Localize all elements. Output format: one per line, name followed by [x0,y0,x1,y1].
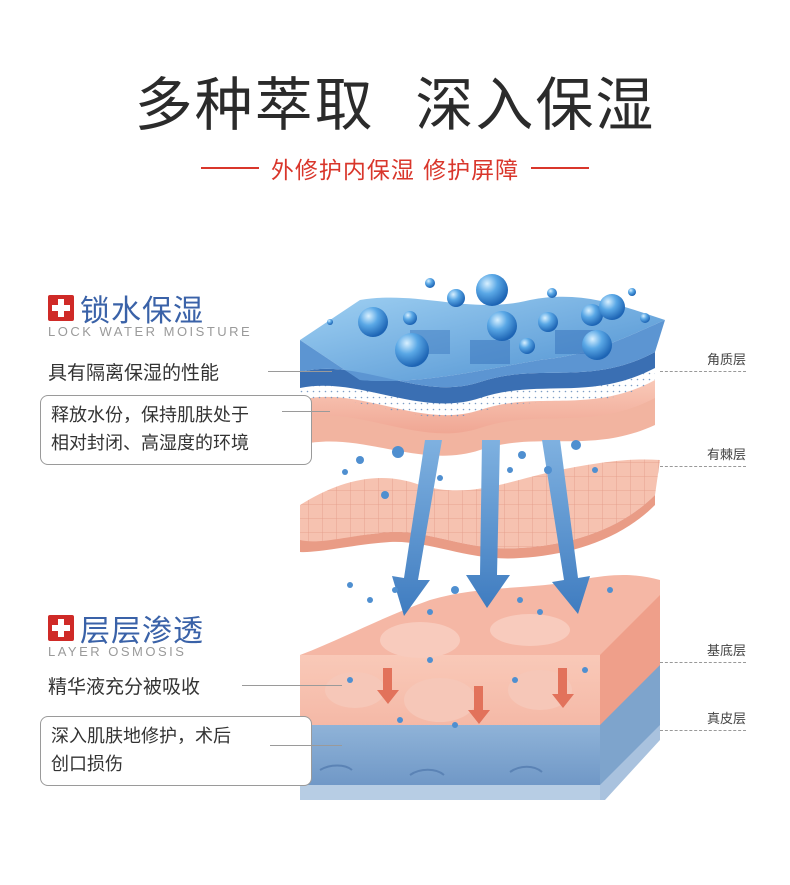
page-title: 多种萃取 深入保湿 [134,71,656,139]
layer-label-dash [660,466,746,467]
lock-section-title: 锁水保湿 [80,294,204,329]
osmosis-point-2-box: 深入肌肤地修护，术后 创口损伤 [40,716,312,786]
layer-label-stratum-corneum: 角质层 [706,353,746,368]
stratum-corneum-layer [300,296,665,456]
medical-cross-icon [48,295,74,321]
osmosis-point-1: 精华液充分被吸收 [48,676,201,698]
lock-point-2-connector [282,411,330,412]
layer-label-spinous: 有棘层 [706,448,746,463]
layer-label-basal: 基底层 [706,644,746,659]
osmosis-section-header: 层层渗透 [48,606,204,650]
lock-point-2-line2: 相对封闭、高湿度的环境 [51,433,249,454]
layer-label-dash [660,371,746,372]
lock-point-1: 具有隔离保湿的性能 [48,362,220,384]
water-droplets [327,274,650,367]
basal-dermis-block [300,575,660,800]
osmosis-point-2-line1: 深入肌肤地修护，术后 [51,726,231,747]
osmosis-section-subtitle-en: LAYER OSMOSIS [48,644,187,659]
osmosis-point-2-line2: 创口损伤 [51,754,123,775]
lock-section-subtitle-en: LOCK WATER MOISTURE [48,324,253,339]
lock-point-2-line1: 释放水份，保持肌肤处于 [51,405,249,426]
lock-point-1-connector [268,371,332,372]
subtitle-right-rule [531,167,590,169]
lock-section-header: 锁水保湿 [48,286,204,330]
subtitle-left-rule [200,167,259,169]
particles [342,440,613,728]
osmosis-point-1-connector [242,685,342,686]
skin-layers-illustration [300,274,665,800]
osmosis-point-2-connector [270,745,342,746]
osmosis-section-title: 层层渗透 [80,614,204,649]
layer-label-dermis: 真皮层 [706,712,746,727]
layer-label-dash [660,662,746,663]
inner-red-arrows [377,668,574,724]
subtitle-row: 外修护内保湿 修护屏障 [0,153,790,184]
spinous-layer [300,459,660,559]
page-subtitle: 外修护内保湿 修护屏障 [270,158,520,184]
penetration-arrows [392,440,590,616]
medical-cross-icon [48,615,74,641]
lock-point-2-box: 释放水份，保持肌肤处于 相对封闭、高湿度的环境 [40,395,312,465]
layer-label-dash [660,730,746,731]
